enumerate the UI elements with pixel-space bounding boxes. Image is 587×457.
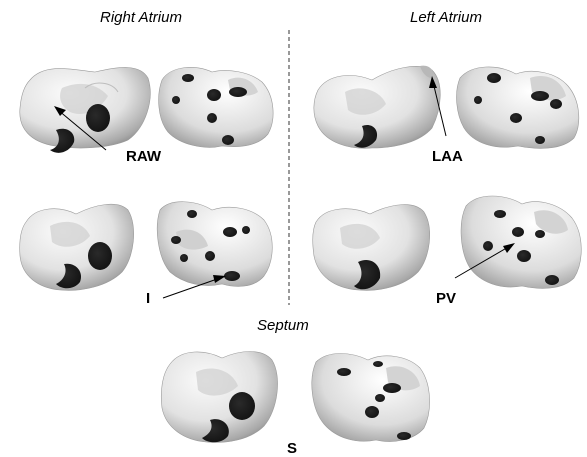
raw-label: RAW: [126, 148, 162, 165]
left-atrium-view-3: [313, 205, 430, 291]
pv-label: PV: [436, 290, 456, 307]
left-atrium-view-4: [461, 196, 581, 288]
right-atrium-view-4: [157, 202, 272, 287]
i-label: I: [146, 290, 150, 307]
septum-title: Septum: [257, 317, 309, 334]
septum-view-1: [161, 352, 277, 443]
septum-view-2: [312, 354, 430, 442]
right-atrium-view-1: [20, 67, 150, 152]
right-atrium-view-3: [20, 204, 134, 290]
s-label: S: [287, 440, 297, 457]
left-atrium-title: Left Atrium: [410, 9, 482, 26]
left-atrium-view-1: [314, 66, 440, 149]
laa-label: LAA: [432, 148, 463, 165]
right-atrium-view-2: [159, 67, 273, 147]
left-atrium-view-2: [457, 67, 579, 148]
right-atrium-title: Right Atrium: [100, 9, 182, 26]
